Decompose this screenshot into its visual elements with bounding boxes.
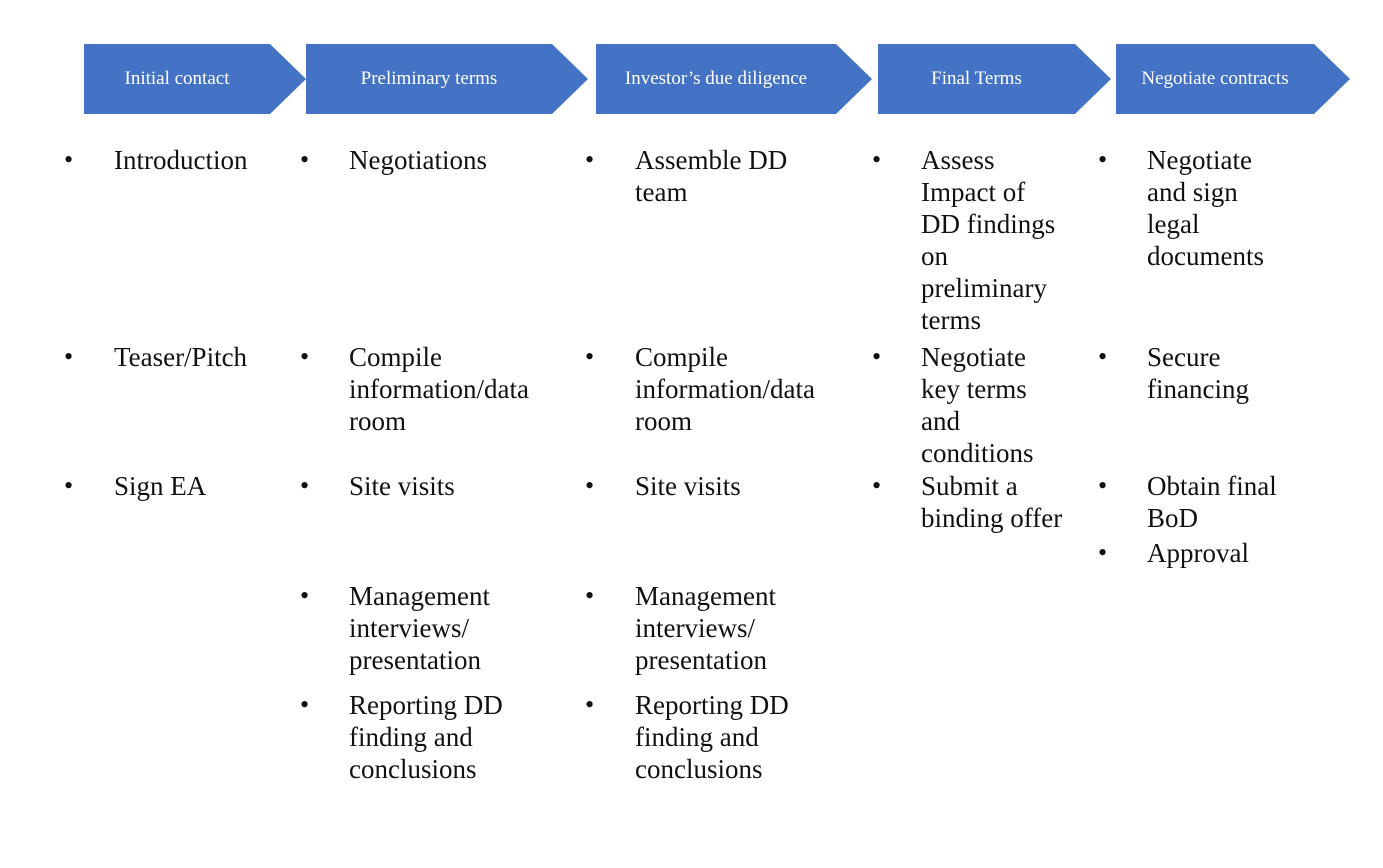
bullet-icon: • (64, 342, 74, 371)
list-item: Site visits (349, 471, 455, 501)
bullet-icon: • (1098, 538, 1108, 567)
bullet-icon: • (300, 471, 310, 500)
list-item: Reporting DD finding and conclusions (635, 690, 789, 784)
list-item: Negotiate key terms and conditions (921, 342, 1034, 468)
bullet-icon: • (585, 690, 595, 719)
stage-arrow-investors-due-diligence: Investor’s due diligence (596, 44, 872, 114)
list-item: Reporting DD finding and conclusions (349, 690, 503, 784)
bullet-icon: • (872, 342, 882, 371)
bullet-icon: • (64, 145, 74, 174)
bullet-icon: • (300, 145, 310, 174)
stage-arrow-negotiate-contracts: Negotiate contracts (1116, 44, 1350, 114)
bullet-icon: • (1098, 471, 1108, 500)
list-item: Introduction (114, 145, 248, 175)
list-item: Submit a binding offer (921, 471, 1063, 533)
list-item: Management interviews/ presentation (349, 581, 490, 675)
bullet-icon: • (300, 342, 310, 371)
stage-label: Negotiate contracts (1141, 68, 1289, 89)
bullet-icon: • (585, 581, 595, 610)
stage-arrow-initial-contact: Initial contact (84, 44, 306, 114)
list-item: Compile information/data room (635, 342, 815, 436)
stage-label: Investor’s due diligence (624, 68, 808, 89)
list-item: Site visits (635, 471, 741, 501)
list-item: Secure financing (1147, 342, 1249, 404)
list-item: Sign EA (114, 471, 207, 501)
stage-arrow-final-terms: Final Terms (878, 44, 1111, 114)
bullet-icon: • (585, 342, 595, 371)
list-item: Teaser/Pitch (114, 342, 248, 372)
stage-label: Initial contact (124, 68, 230, 89)
bullet-icon: • (300, 690, 310, 719)
list-item: Negotiations (349, 145, 487, 175)
bullet-icon: • (1098, 342, 1108, 371)
list-item: Obtain final BoD (1147, 471, 1277, 533)
stage-label: Preliminary terms (360, 68, 498, 89)
list-item: Compile information/data room (349, 342, 529, 436)
bullet-icon: • (300, 581, 310, 610)
list-item: Assess Impact of DD findings on prelimin… (921, 145, 1056, 335)
stage-label: Final Terms (931, 68, 1022, 89)
bullet-icon: • (872, 145, 882, 174)
list-item: Management interviews/ presentation (635, 581, 776, 675)
list-item: Negotiate and sign legal documents (1147, 145, 1264, 271)
list-item: Assemble DD team (635, 145, 788, 207)
stage-arrow-preliminary-terms: Preliminary terms (306, 44, 588, 114)
bullet-icon: • (585, 471, 595, 500)
bullet-icon: • (64, 471, 74, 500)
bullet-icon: • (585, 145, 595, 174)
list-item: Approval (1147, 538, 1249, 568)
bullet-icon: • (1098, 145, 1108, 174)
bullet-icon: • (872, 471, 882, 500)
